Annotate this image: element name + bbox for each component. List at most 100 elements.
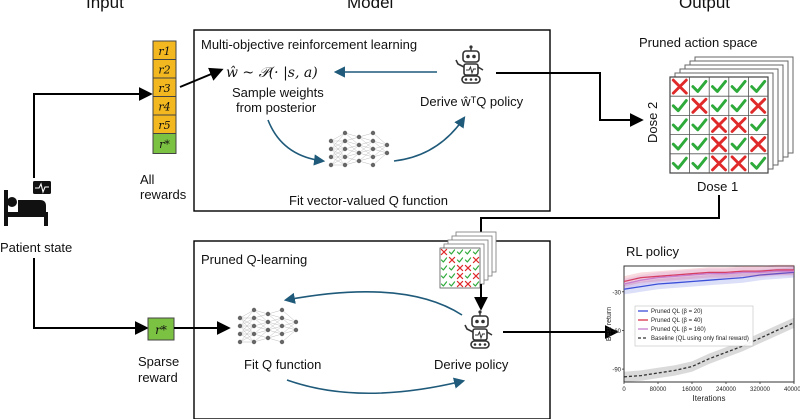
x-tick-label: 160000 bbox=[682, 387, 703, 393]
monitor-icon bbox=[33, 181, 51, 194]
reward-r1-label: r1 bbox=[158, 45, 170, 58]
allowed-check-icon bbox=[691, 79, 708, 93]
header-output: Output bbox=[679, 0, 730, 12]
allowed-check-icon bbox=[730, 79, 747, 93]
pruned-cross-icon bbox=[730, 155, 747, 172]
series-line bbox=[623, 269, 794, 283]
allowed-check-icon bbox=[456, 257, 464, 263]
morl-derive-label: Derive ŵᵀQ policy bbox=[420, 94, 524, 109]
allowed-check-icon bbox=[456, 249, 464, 255]
rl-policy-chart: -30-60-90080000160000240000320000400000I… bbox=[606, 264, 800, 403]
pruned-space-title: Pruned action space bbox=[639, 35, 758, 50]
allowed-check-icon bbox=[464, 249, 472, 255]
all-rewards-label-1: All bbox=[140, 172, 155, 187]
pruned-cross-icon bbox=[456, 280, 464, 288]
allowed-check-icon bbox=[448, 281, 456, 287]
x-tick-label: 400000 bbox=[784, 387, 800, 393]
allowed-check-icon bbox=[671, 156, 688, 170]
x-tick-label: 0 bbox=[622, 387, 626, 393]
morl-fit-label: Fit vector-valued Q function bbox=[289, 193, 448, 208]
allowed-check-icon bbox=[730, 137, 747, 151]
allowed-check-icon bbox=[711, 99, 727, 113]
legend-entry: Pruned QL (β = 40) bbox=[651, 318, 702, 324]
reward-r3-label: r3 bbox=[158, 82, 170, 95]
pruned-cross-icon bbox=[750, 136, 767, 153]
action-space-to-pql-line bbox=[480, 195, 720, 233]
allowed-check-icon bbox=[472, 265, 480, 271]
rl-policy-title: RL policy bbox=[626, 244, 679, 259]
allowed-check-icon bbox=[671, 137, 688, 151]
allowed-check-icon bbox=[750, 156, 767, 170]
x-tick-label: 240000 bbox=[716, 387, 737, 393]
pruned-cross-icon bbox=[448, 256, 456, 264]
legend-entry: Baseline (QL using only final reward) bbox=[651, 336, 749, 342]
pql-fit-to-derive-arrow bbox=[286, 377, 466, 395]
pruned-cross-icon bbox=[472, 272, 480, 280]
allowed-check-icon bbox=[750, 118, 767, 132]
allowed-check-icon bbox=[448, 273, 456, 279]
pruned-action-grid bbox=[669, 76, 769, 174]
pruned-mini-cube-icon bbox=[439, 231, 497, 289]
reward-star-box bbox=[152, 133, 177, 154]
morl-robot-icon bbox=[455, 44, 484, 84]
pruned-cross-icon bbox=[691, 97, 708, 114]
allowed-check-icon bbox=[691, 118, 708, 132]
pruned-cross-icon bbox=[456, 272, 464, 280]
pruned-cross-icon bbox=[711, 117, 727, 133]
y-tick-label: -60 bbox=[612, 329, 621, 335]
pruned-cross-icon bbox=[456, 264, 464, 272]
x-tick-label: 80000 bbox=[650, 387, 667, 393]
patient-state-label: Patient state bbox=[0, 240, 72, 255]
y-tick-label: -30 bbox=[612, 290, 621, 296]
allowed-check-icon bbox=[448, 249, 456, 255]
allowed-check-icon bbox=[440, 265, 448, 271]
reward-r5-label: r5 bbox=[158, 119, 170, 132]
pql-derive-to-fit-arrow bbox=[283, 291, 463, 316]
pql-derive-label: Derive policy bbox=[434, 357, 509, 372]
morl-sample-to-fit-arrow bbox=[267, 119, 326, 166]
legend-entry: Pruned QL (β = 160) bbox=[651, 327, 706, 333]
allowed-check-icon bbox=[711, 79, 727, 93]
patient-to-sparse-arrow bbox=[33, 258, 149, 335]
rewards-stack: r1 r2 r3 r4 r5 r* bbox=[152, 40, 177, 154]
all-rewards-label-2: rewards bbox=[140, 187, 187, 202]
pruned-space-axis-x: Dose 1 bbox=[697, 179, 738, 194]
pruned-cross-icon bbox=[711, 136, 727, 153]
header-input: Input bbox=[86, 0, 124, 12]
morl-panel bbox=[193, 29, 551, 212]
allowed-check-icon bbox=[750, 79, 767, 93]
legend-entry: Pruned QL (β = 20) bbox=[651, 309, 702, 315]
pql-robot-icon bbox=[464, 309, 493, 349]
pql-panel bbox=[193, 240, 551, 419]
pruned-cross-icon bbox=[730, 117, 747, 133]
morl-network-icon bbox=[328, 130, 390, 168]
allowed-check-icon bbox=[472, 249, 480, 255]
allowed-check-icon bbox=[671, 118, 688, 132]
pruned-space-axis-y: Dose 2 bbox=[645, 102, 660, 143]
pql-title: Pruned Q-learning bbox=[201, 252, 307, 267]
pruned-cross-icon bbox=[464, 280, 472, 288]
allowed-check-icon bbox=[691, 156, 708, 170]
pruned-cross-icon bbox=[464, 264, 472, 272]
morl-formula: ŵ ~ 𝒫(· |s, a) bbox=[226, 65, 318, 81]
sparse-reward-symbol: r* bbox=[155, 323, 167, 337]
allowed-check-icon bbox=[440, 273, 448, 279]
allowed-check-icon bbox=[472, 281, 480, 287]
sparse-reward-label-2: reward bbox=[138, 370, 178, 385]
allowed-check-icon bbox=[440, 281, 448, 287]
allowed-check-icon bbox=[730, 99, 747, 113]
morl-fit-to-derive-arrow bbox=[393, 116, 466, 162]
morl-sample-line-2: from posterior bbox=[236, 100, 317, 115]
reward-star-label: r* bbox=[159, 138, 170, 151]
morl-sample-line-1: Sample weights bbox=[232, 85, 324, 100]
pruned-cross-icon bbox=[472, 256, 480, 264]
morl-title: Multi-objective reinforcement learning bbox=[201, 37, 417, 52]
pruned-cross-icon bbox=[711, 155, 727, 172]
patient-bed-icon bbox=[4, 190, 48, 226]
reward-r2-label: r2 bbox=[158, 64, 170, 77]
pql-fit-label: Fit Q function bbox=[244, 357, 321, 372]
series-line bbox=[623, 322, 795, 378]
header-model: Model bbox=[347, 0, 393, 12]
series-line bbox=[623, 270, 794, 285]
pruned-cross-icon bbox=[440, 248, 448, 256]
